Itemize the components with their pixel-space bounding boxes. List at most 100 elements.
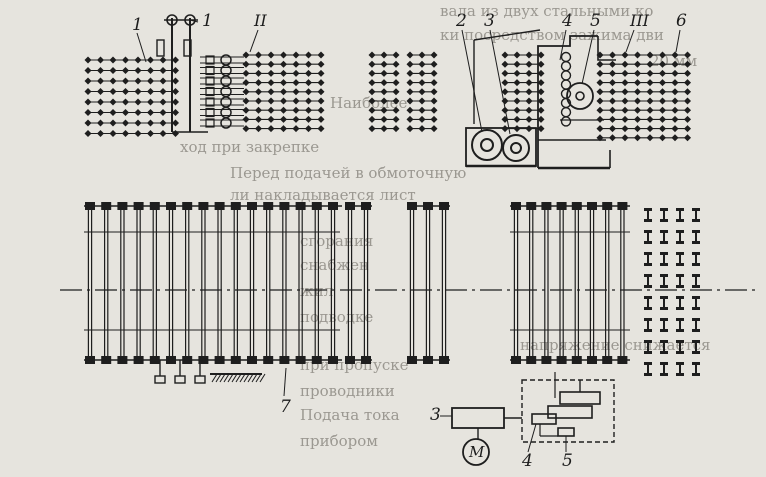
bobbin-mark bbox=[280, 69, 287, 77]
bobbin-mark bbox=[305, 79, 312, 87]
part-base bbox=[676, 241, 684, 244]
bar-rod bbox=[101, 202, 112, 364]
bobbin-mark bbox=[646, 125, 654, 133]
bobbin-mark bbox=[659, 115, 666, 123]
bar-rod bbox=[133, 202, 144, 364]
bg-line-15: Подача тока bbox=[300, 406, 400, 424]
bobbin-mark bbox=[646, 97, 654, 105]
bobbin-mark bbox=[525, 97, 533, 105]
part-base bbox=[692, 219, 700, 222]
part-base bbox=[644, 219, 652, 222]
spare-part bbox=[644, 340, 652, 354]
bobbin-mark bbox=[684, 88, 691, 96]
part-base bbox=[660, 307, 668, 310]
label-5-bottom: 5 bbox=[562, 451, 573, 471]
bobbin-mark bbox=[671, 60, 679, 68]
bobbin-mark bbox=[159, 109, 167, 116]
bobbin-mark bbox=[501, 69, 509, 77]
part-top bbox=[676, 362, 684, 365]
bobbin-mark bbox=[172, 130, 179, 137]
spare-part bbox=[660, 252, 668, 266]
bobbin-mark bbox=[134, 98, 142, 106]
bobbin-mark bbox=[430, 115, 438, 123]
bobbin-mark bbox=[84, 67, 92, 74]
bobbin-mark bbox=[418, 97, 426, 105]
bobbin-mark bbox=[537, 115, 545, 123]
bobbin-mark bbox=[242, 69, 250, 77]
bobbin-mark bbox=[671, 69, 679, 77]
bobbin-mark bbox=[147, 109, 154, 116]
bobbin-mark bbox=[147, 98, 154, 106]
guide-roller bbox=[560, 51, 572, 63]
bobbin-mark bbox=[537, 125, 545, 133]
bobbin-mark bbox=[609, 88, 616, 96]
bobbin-mark bbox=[513, 106, 521, 114]
bobbin-mark bbox=[684, 60, 691, 68]
bg-line-6: Перед подачей в обмоточную bbox=[230, 164, 466, 182]
bobbin-mark bbox=[501, 60, 509, 68]
bobbin-mark bbox=[392, 88, 400, 96]
bobbin-mark bbox=[97, 109, 104, 116]
bobbin-mark bbox=[368, 51, 376, 59]
part-top bbox=[660, 208, 668, 211]
bobbin-mark bbox=[392, 69, 400, 77]
bobbin-mark bbox=[292, 88, 300, 96]
bobbin-mark bbox=[513, 79, 521, 87]
bobbin-mark bbox=[659, 60, 666, 68]
bobbin-mark bbox=[596, 79, 604, 87]
part-base bbox=[644, 263, 652, 266]
spare-part bbox=[692, 252, 700, 266]
bobbin-mark bbox=[430, 51, 438, 59]
bobbin-mark bbox=[406, 97, 414, 105]
bobbin-mark bbox=[280, 79, 287, 87]
bobbin-mark bbox=[621, 97, 629, 105]
motor-symbol bbox=[462, 438, 490, 466]
bobbin-mark bbox=[634, 134, 641, 142]
bobbin-mark bbox=[501, 79, 509, 87]
bobbin-mark bbox=[501, 51, 509, 59]
bobbin-mark bbox=[406, 79, 414, 87]
floor-hatch bbox=[259, 373, 266, 383]
bobbin-mark bbox=[368, 60, 376, 68]
bobbin-mark bbox=[305, 115, 312, 123]
bobbin-mark bbox=[292, 125, 300, 133]
part-top bbox=[676, 340, 684, 343]
bobbin-mark bbox=[172, 98, 179, 106]
bg-line-8: сгорания bbox=[300, 232, 373, 250]
spare-part bbox=[644, 318, 652, 332]
bobbin-mark bbox=[122, 130, 129, 137]
spare-part bbox=[676, 296, 684, 310]
label-III: III bbox=[629, 11, 650, 30]
part-top bbox=[660, 296, 668, 299]
guide-roller bbox=[560, 70, 572, 81]
bar-rod bbox=[263, 202, 274, 364]
guide-eye bbox=[205, 97, 215, 107]
bobbin-mark bbox=[671, 79, 679, 87]
part-top bbox=[660, 318, 668, 321]
bar-rod bbox=[345, 202, 355, 364]
bobbin-mark bbox=[159, 119, 167, 127]
bobbin-mark bbox=[147, 67, 154, 74]
part-base bbox=[644, 351, 652, 354]
part-base bbox=[660, 219, 668, 222]
bobbin-mark bbox=[634, 115, 641, 123]
bobbin-mark bbox=[621, 125, 629, 133]
bobbin-mark bbox=[255, 125, 262, 133]
bobbin-mark bbox=[317, 79, 325, 87]
bobbin-mark bbox=[292, 106, 300, 114]
bobbin-grid bbox=[406, 51, 438, 133]
bobbin-mark bbox=[255, 106, 262, 114]
bobbin-mark bbox=[634, 97, 641, 105]
part-base bbox=[644, 241, 652, 244]
bobbin-mark bbox=[430, 88, 438, 96]
bobbin-mark bbox=[109, 130, 117, 137]
bobbin-mark bbox=[621, 88, 629, 96]
bobbin-mark bbox=[172, 77, 179, 85]
bobbin-mark bbox=[134, 88, 142, 95]
bobbin-mark bbox=[646, 69, 654, 77]
part-base bbox=[660, 373, 668, 376]
bobbin-mark bbox=[621, 60, 629, 68]
part-top bbox=[644, 230, 652, 233]
bobbin-mark bbox=[406, 125, 414, 133]
label-2: 2 bbox=[455, 11, 467, 31]
